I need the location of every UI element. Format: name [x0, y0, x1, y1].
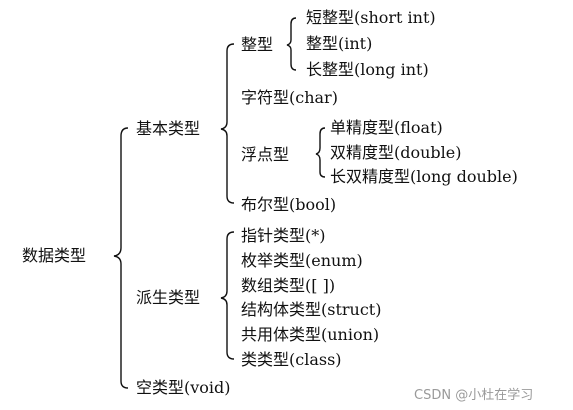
root-label: 数据类型 [22, 246, 87, 265]
void-type: 空类型(void) [136, 378, 231, 397]
float-item-long-double: 长双精度型(long double) [330, 167, 518, 186]
float-item-double: 双精度型(double) [330, 143, 462, 162]
root-bracket [113, 127, 129, 389]
watermark: CSDN @小杜在学习 [414, 388, 534, 403]
derived-item-class: 类类型(class) [241, 350, 342, 369]
derived-types-label: 派生类型 [136, 288, 201, 307]
derived-item-pointer: 指针类型(*) [241, 226, 326, 245]
float-label: 浮点型 [241, 145, 290, 164]
float-item-float: 单精度型(float) [330, 118, 443, 137]
derived-item-struct: 结构体类型(struct) [241, 300, 382, 319]
char-type: 字符型(char) [241, 88, 338, 107]
derived-item-union: 共用体类型(union) [241, 325, 380, 344]
basic-bracket [220, 43, 235, 204]
integer-bracket [286, 17, 297, 71]
basic-types-label: 基本类型 [136, 119, 201, 138]
integer-label: 整型 [241, 35, 274, 54]
integer-item-int: 整型(int) [306, 34, 373, 53]
derived-item-enum: 枚举类型(enum) [241, 251, 363, 270]
float-bracket [315, 127, 326, 178]
integer-item-short: 短整型(short int) [306, 8, 436, 27]
derived-bracket [220, 231, 235, 360]
integer-item-long: 长整型(long int) [306, 60, 429, 79]
derived-item-array: 数组类型([ ]) [241, 276, 336, 295]
bool-type: 布尔型(bool) [241, 195, 337, 214]
